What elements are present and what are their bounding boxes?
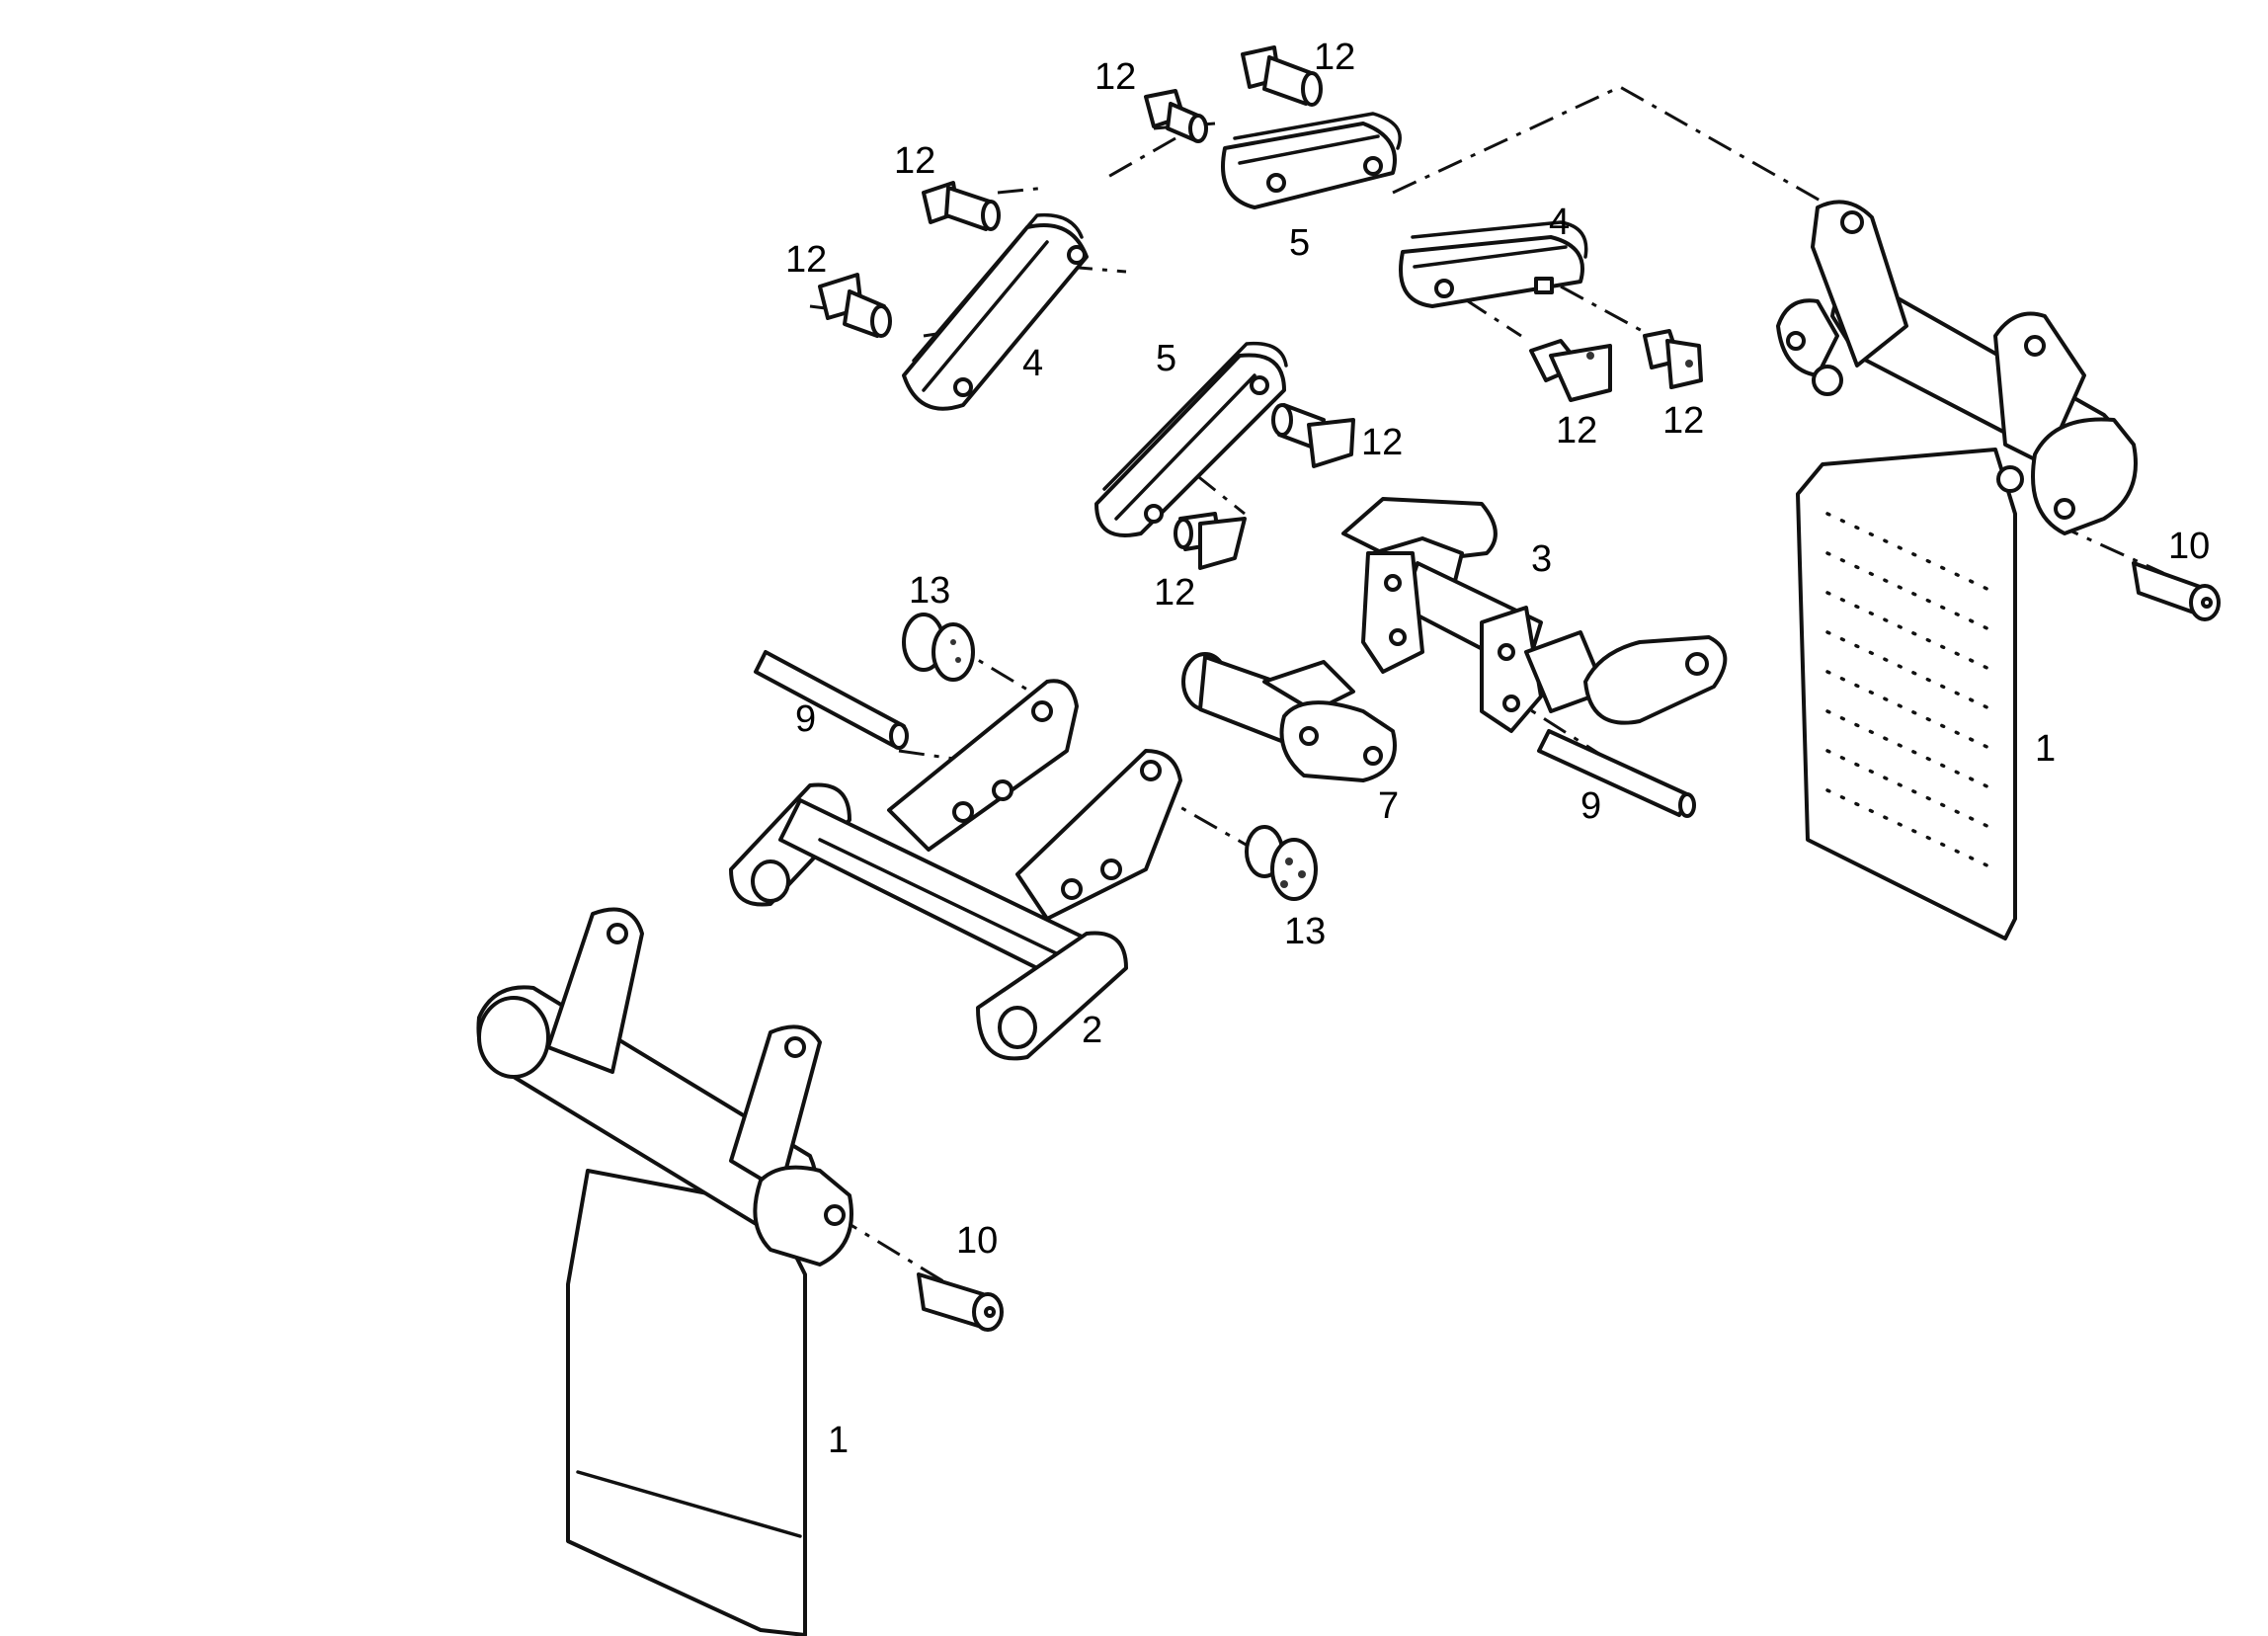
clip-12-right-a (1529, 339, 1612, 402)
bracket-shaft-3 (1341, 497, 1728, 733)
callout-link-center: 5 (1156, 338, 1176, 379)
link-4-left (902, 212, 1089, 411)
bushing-link-7 (1181, 652, 1397, 782)
clip-12-left-b (818, 273, 892, 338)
pedal-1-right (1776, 200, 2138, 941)
bush-13-lower (1245, 825, 1318, 901)
callout-bushing-link: 7 (1378, 785, 1399, 827)
callout-pin-right: 10 (2168, 526, 2210, 567)
link-4-right (1399, 220, 1588, 308)
callout-clip-center-a: 12 (1361, 422, 1403, 463)
cross-shaft-2 (729, 679, 1182, 1061)
callout-clip-right-a: 12 (1556, 410, 1597, 451)
callout-clip-center-b: 12 (1154, 572, 1195, 614)
callout-labels: 1 1 2 3 4 4 5 5 7 9 9 10 10 12 12 12 12 … (785, 37, 2210, 1461)
callout-rod-left: 9 (795, 698, 816, 740)
pedal-1-left (476, 907, 853, 1636)
callout-link-left: 4 (1022, 343, 1043, 384)
pin-10-right (2132, 561, 2221, 621)
callout-pedal-left: 1 (828, 1420, 849, 1461)
clip-12-right-b (1643, 329, 1703, 389)
callout-link-right: 4 (1549, 202, 1570, 243)
rod-9-left (754, 650, 909, 750)
callout-rod-right: 9 (1580, 785, 1601, 827)
link-5-center (1094, 341, 1288, 537)
callout-clip-left-a: 12 (894, 140, 935, 182)
callout-clip-top-a: 12 (1314, 37, 1355, 78)
tread-dots (1825, 512, 1997, 871)
link-5-top (1221, 112, 1402, 209)
callout-link-top: 5 (1289, 222, 1310, 264)
callout-clip-top-b: 12 (1094, 56, 1136, 98)
callout-bracket-shaft: 3 (1531, 538, 1552, 580)
clip-12-top-a (1241, 45, 1323, 107)
callout-clip-right-b: 12 (1662, 400, 1704, 442)
callout-pedal-right: 1 (2035, 728, 2056, 770)
bush-13-upper (902, 613, 975, 682)
callout-clip-left-b: 12 (785, 239, 827, 281)
callout-bush-upper: 13 (909, 570, 950, 612)
callout-bush-lower: 13 (1284, 911, 1326, 952)
rod-9-right (1537, 729, 1696, 818)
clip-12-top-b (1144, 89, 1208, 143)
clip-12-center-b (1174, 512, 1247, 570)
clip-12-left-a (922, 181, 1001, 231)
callout-cross-shaft: 2 (1082, 1010, 1102, 1051)
pin-10-left (917, 1272, 1004, 1332)
callout-pin-left: 10 (956, 1220, 998, 1262)
clip-12-center-a (1271, 403, 1355, 468)
